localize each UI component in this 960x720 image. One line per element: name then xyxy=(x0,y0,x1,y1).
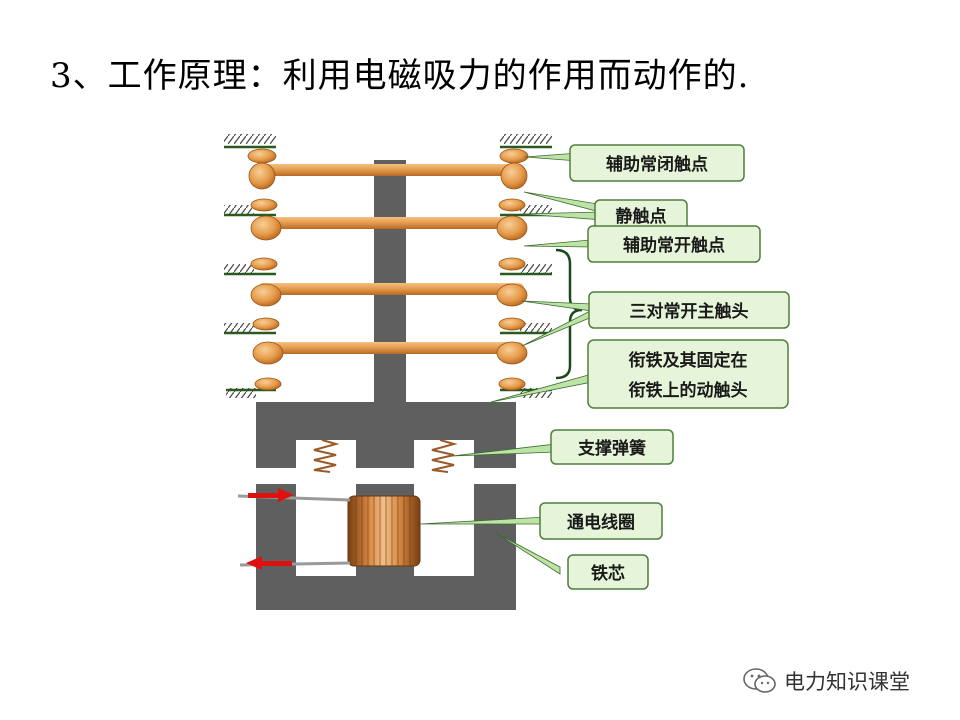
callout-aux-no: 辅助常开触点 xyxy=(587,225,761,263)
label-coil: 通电线圈 xyxy=(567,512,635,533)
coil xyxy=(347,495,421,567)
label-aux-nc: 辅助常闭触点 xyxy=(606,154,708,175)
label-core: 铁芯 xyxy=(591,563,625,584)
label-main-no: 三对常开主触头 xyxy=(630,301,749,322)
callouts: 辅助常闭触点 静触点 辅助常开触点 三对常开主触头 衔铁及其固定在 衔铁上的动触… xyxy=(539,144,790,590)
label-armature-line2: 衔铁上的动触头 xyxy=(629,380,748,401)
current-arrows xyxy=(246,488,294,570)
watermark-text: 电力知识课堂 xyxy=(784,670,910,694)
armature xyxy=(256,402,516,468)
callout-aux-nc: 辅助常闭触点 xyxy=(569,144,745,182)
page-title: 3、工作原理：利用电磁吸力的作用而动作的. xyxy=(50,56,750,96)
callout-spring: 支撑弹簧 xyxy=(550,429,674,465)
label-spring: 支撑弹簧 xyxy=(578,438,646,459)
contacts xyxy=(247,148,529,391)
callout-core: 铁芯 xyxy=(567,554,649,590)
wechat-icon xyxy=(743,668,776,693)
main-contacts-brace xyxy=(555,248,583,380)
label-aux-no: 辅助常开触点 xyxy=(623,235,725,256)
watermark: 电力知识课堂 xyxy=(742,666,910,696)
callout-armature: 衔铁及其固定在 衔铁上的动触头 xyxy=(587,339,789,409)
label-armature-line1: 衔铁及其固定在 xyxy=(629,350,748,371)
label-static: 静触点 xyxy=(616,206,667,227)
iron-core xyxy=(256,484,516,610)
callout-coil: 通电线圈 xyxy=(539,502,663,540)
callout-static: 静触点 xyxy=(594,199,688,233)
callout-main-no: 三对常开主触头 xyxy=(588,291,790,329)
contact-bars xyxy=(258,164,524,354)
springs xyxy=(313,439,458,473)
